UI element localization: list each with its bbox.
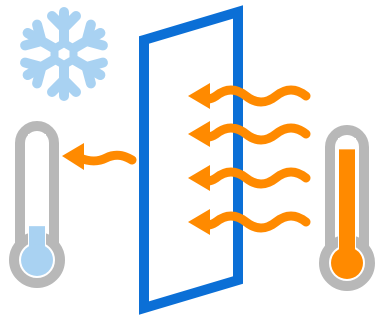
thermometer-hot-icon [324,130,370,286]
heat-wave-arrow-icon [188,209,306,235]
thermometer-cold-icon [14,126,60,283]
snowflake-icon [22,12,107,96]
heat-wave-arrow-icon [188,165,306,191]
hot-level-fill [339,149,355,262]
heat-wave-arrow-icon [188,83,306,109]
insulation-panel-icon [144,12,238,308]
heat-arrow-icon [62,143,132,170]
heat-wave-arrow-icon [188,121,306,147]
